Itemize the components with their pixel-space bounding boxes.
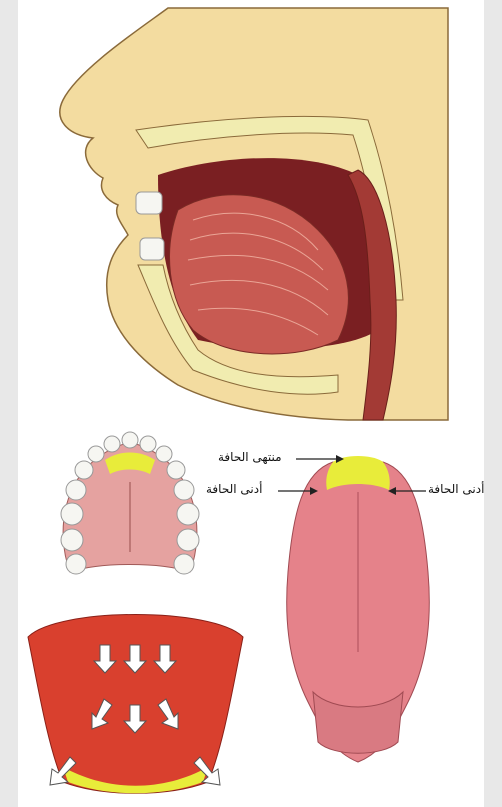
label-tongue-tip: منتهى الحافة <box>218 450 282 464</box>
head-cross-section-illustration <box>18 0 484 422</box>
label-edge-right: أدنى الحافة <box>428 482 484 496</box>
tongue-surface <box>28 615 243 794</box>
tongue-surface-arrows-illustration <box>18 597 253 802</box>
tongue-diagrams-panel: منتهى الحافة أدنى الحافة أدنى الحافة <box>18 422 484 807</box>
sagittal-section-panel <box>18 0 484 422</box>
lower-incisor <box>140 238 164 260</box>
upper-incisor <box>136 192 162 214</box>
label-edge-left: أدنى الحافة <box>206 482 262 496</box>
